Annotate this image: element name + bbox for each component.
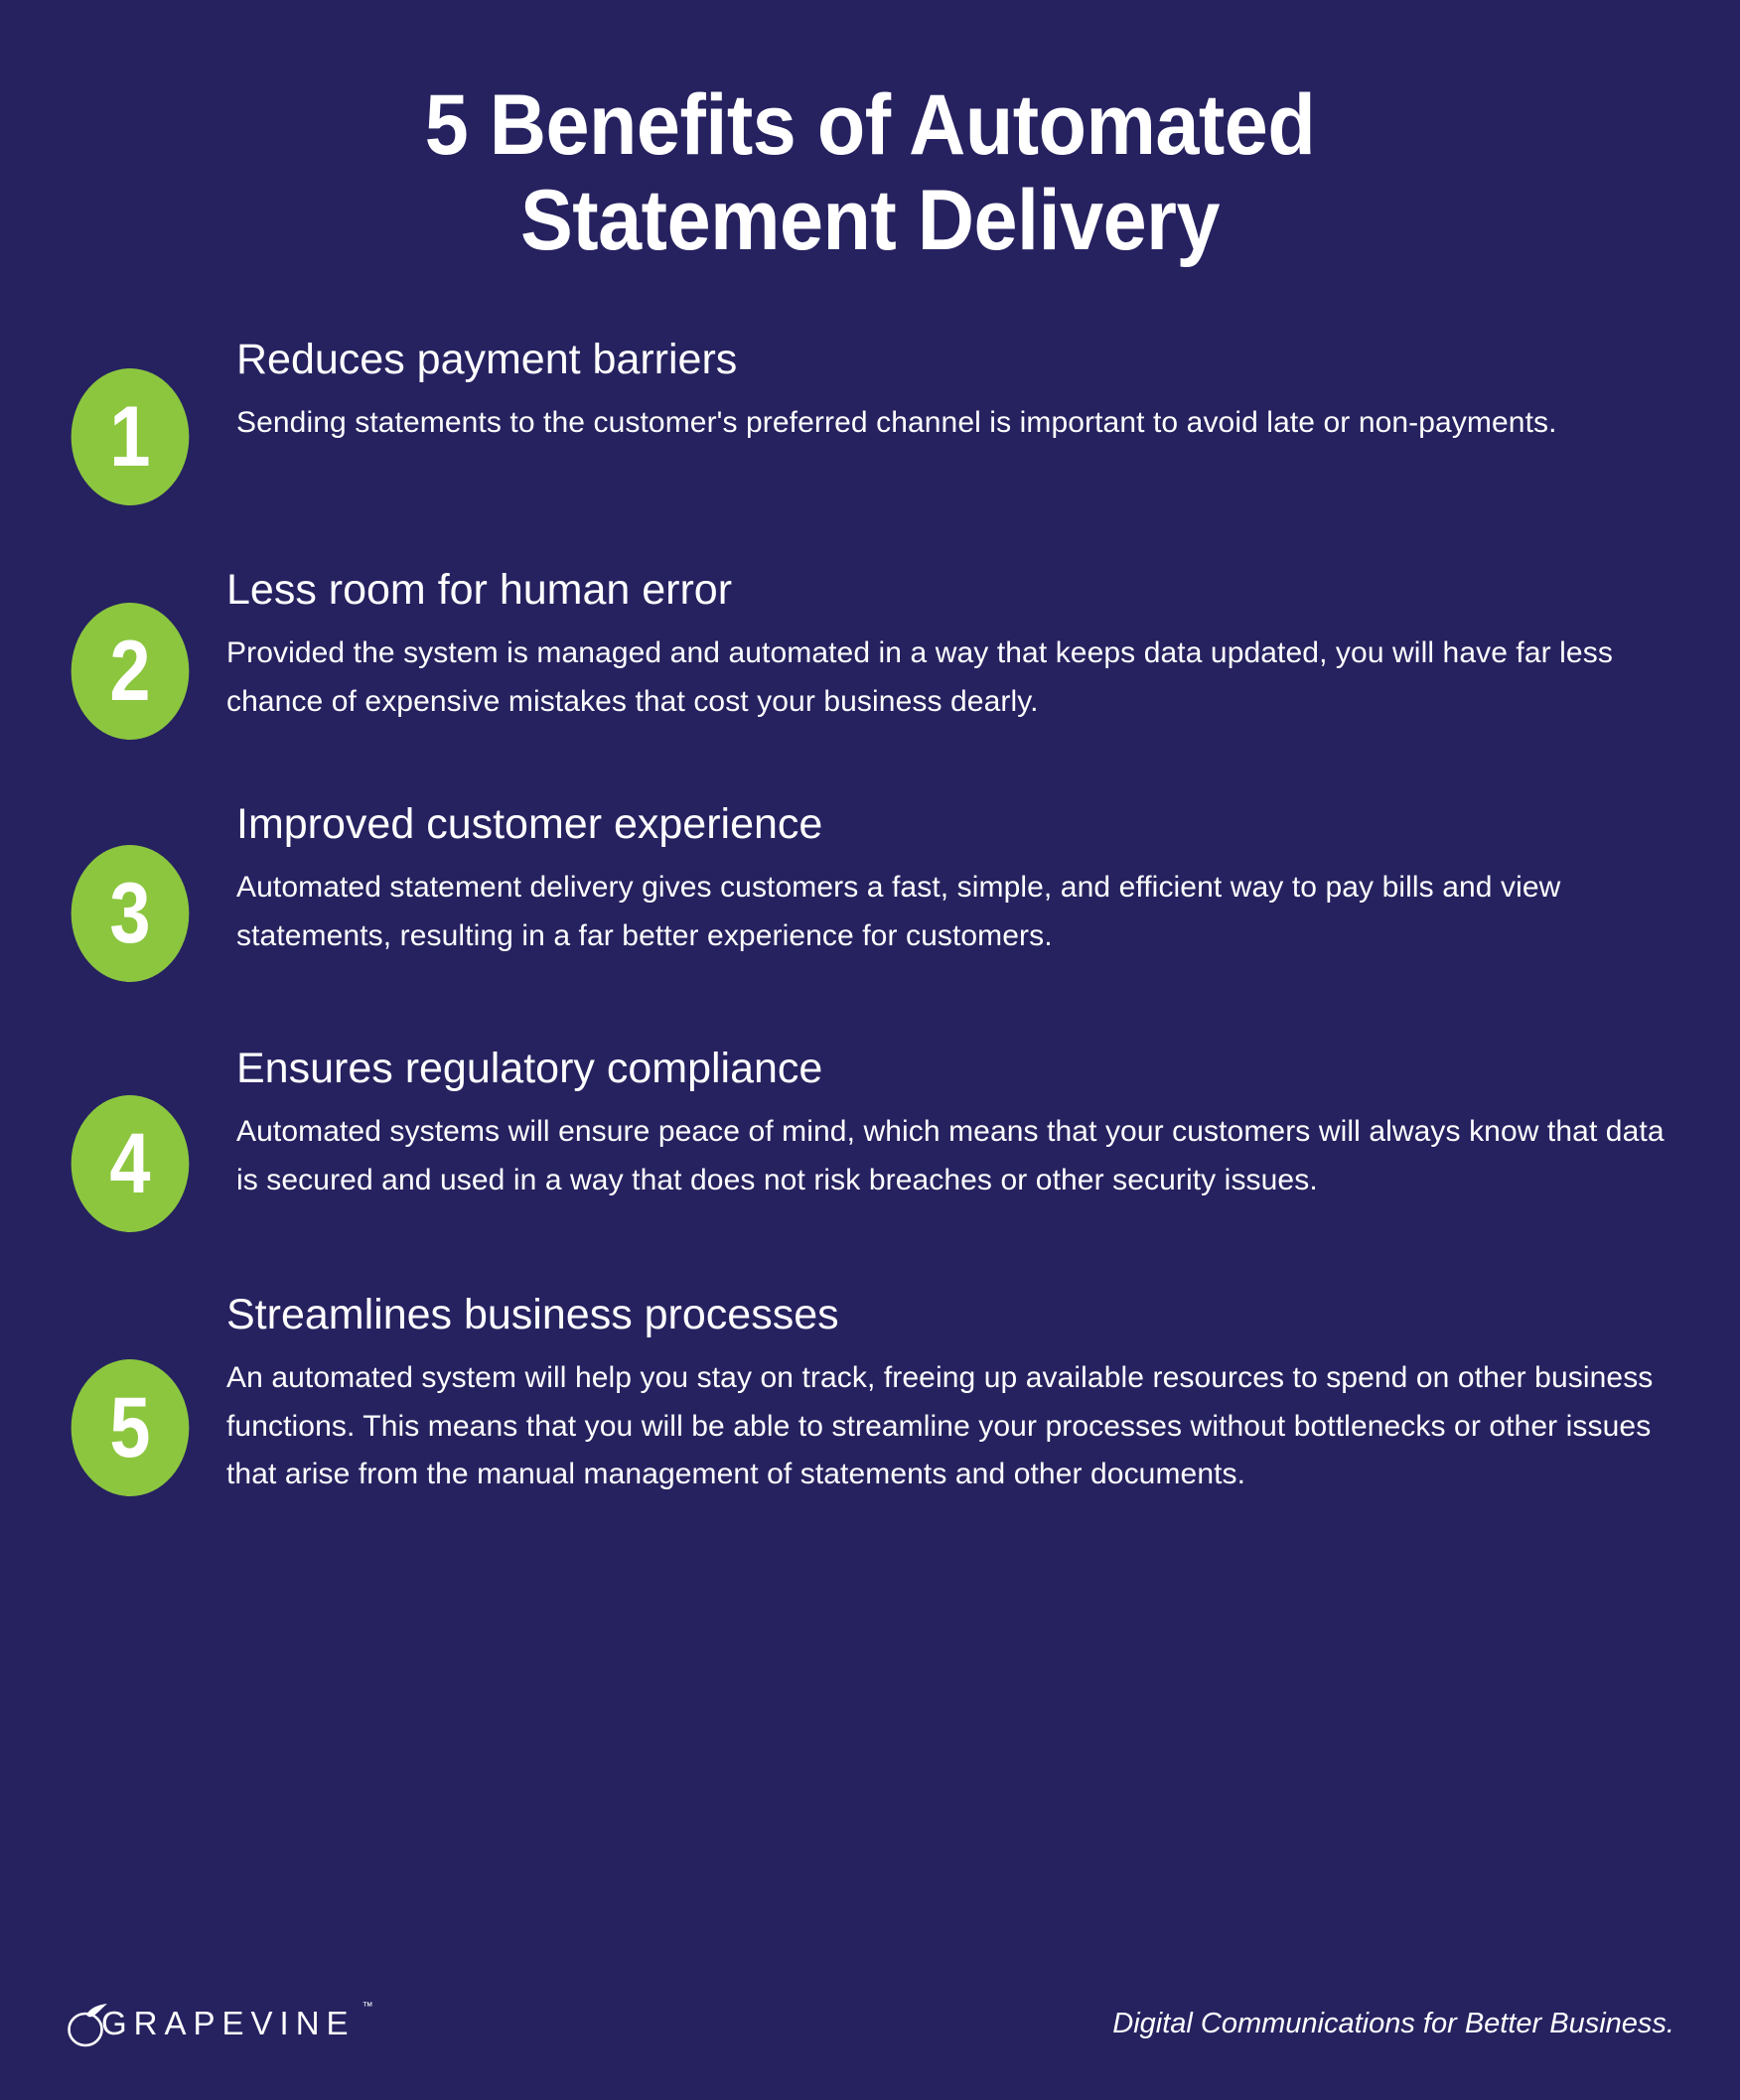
benefit-number-badge-3: 3 xyxy=(71,844,190,982)
benefit-heading-4: Ensures regulatory compliance xyxy=(236,1044,823,1092)
title-line-1: 5 Benefits of Automated xyxy=(424,77,1316,173)
benefit-heading-1: Reduces payment barriers xyxy=(236,335,738,383)
benefits-list: 1 Reduces payment barriers Sending state… xyxy=(0,335,1740,1499)
benefit-text-4: Automated systems will ensure peace of m… xyxy=(236,1114,1665,1196)
benefit-item-1: 1 Reduces payment barriers Sending state… xyxy=(0,335,1740,505)
title-line-2: Statement Delivery xyxy=(519,173,1221,269)
benefit-heading-5: Streamlines business processes xyxy=(226,1290,839,1338)
benefit-item-4: 4 Ensures regulatory compliance Automate… xyxy=(0,1044,1740,1232)
logo-wordmark: GRAPEVINE ™ xyxy=(101,2001,373,2042)
benefit-number-badge-2: 2 xyxy=(71,602,190,740)
benefit-badge-col-5: 5 xyxy=(62,1290,222,1496)
page-title: 5 Benefits of Automated Statement Delive… xyxy=(0,0,1740,269)
trademark-symbol: ™ xyxy=(362,2001,373,2013)
brand-logo: GRAPEVINE ™ xyxy=(66,1999,373,2048)
benefit-body-3: Improved customer experience Automated s… xyxy=(222,799,1680,960)
benefit-heading-3: Improved customer experience xyxy=(236,799,823,848)
benefit-body-5: Streamlines business processes An automa… xyxy=(222,1290,1680,1499)
benefit-body-1: Reduces payment barriers Sending stateme… xyxy=(222,335,1680,448)
benefit-number-badge-5: 5 xyxy=(71,1358,190,1496)
benefit-number-badge-4: 4 xyxy=(71,1094,190,1232)
benefit-text-2: Provided the system is managed and autom… xyxy=(226,635,1613,718)
footer: GRAPEVINE ™ Digital Communications for B… xyxy=(0,1999,1740,2048)
benefit-body-2: Less room for human error Provided the s… xyxy=(222,565,1680,726)
benefit-body-4: Ensures regulatory compliance Automated … xyxy=(222,1044,1680,1204)
benefit-text-3: Automated statement delivery gives custo… xyxy=(236,870,1561,952)
benefit-item-3: 3 Improved customer experience Automated… xyxy=(0,799,1740,982)
logo-wordmark-text: GRAPEVINE xyxy=(101,2005,356,2041)
benefit-badge-col-2: 2 xyxy=(62,565,222,740)
benefit-text-1: Sending statements to the customer's pre… xyxy=(236,405,1557,439)
benefit-badge-col-4: 4 xyxy=(62,1044,222,1232)
benefit-badge-col-3: 3 xyxy=(62,799,222,982)
grape-leaf-icon xyxy=(66,1999,111,2048)
benefit-item-2: 2 Less room for human error Provided the… xyxy=(0,565,1740,740)
brand-tagline: Digital Communications for Better Busine… xyxy=(1112,2007,1674,2039)
benefit-badge-col-1: 1 xyxy=(62,335,222,505)
benefit-item-5: 5 Streamlines business processes An auto… xyxy=(0,1290,1740,1499)
benefit-heading-2: Less room for human error xyxy=(226,565,733,614)
benefit-number-badge-1: 1 xyxy=(71,367,190,505)
benefit-text-5: An automated system will help you stay o… xyxy=(226,1360,1654,1491)
